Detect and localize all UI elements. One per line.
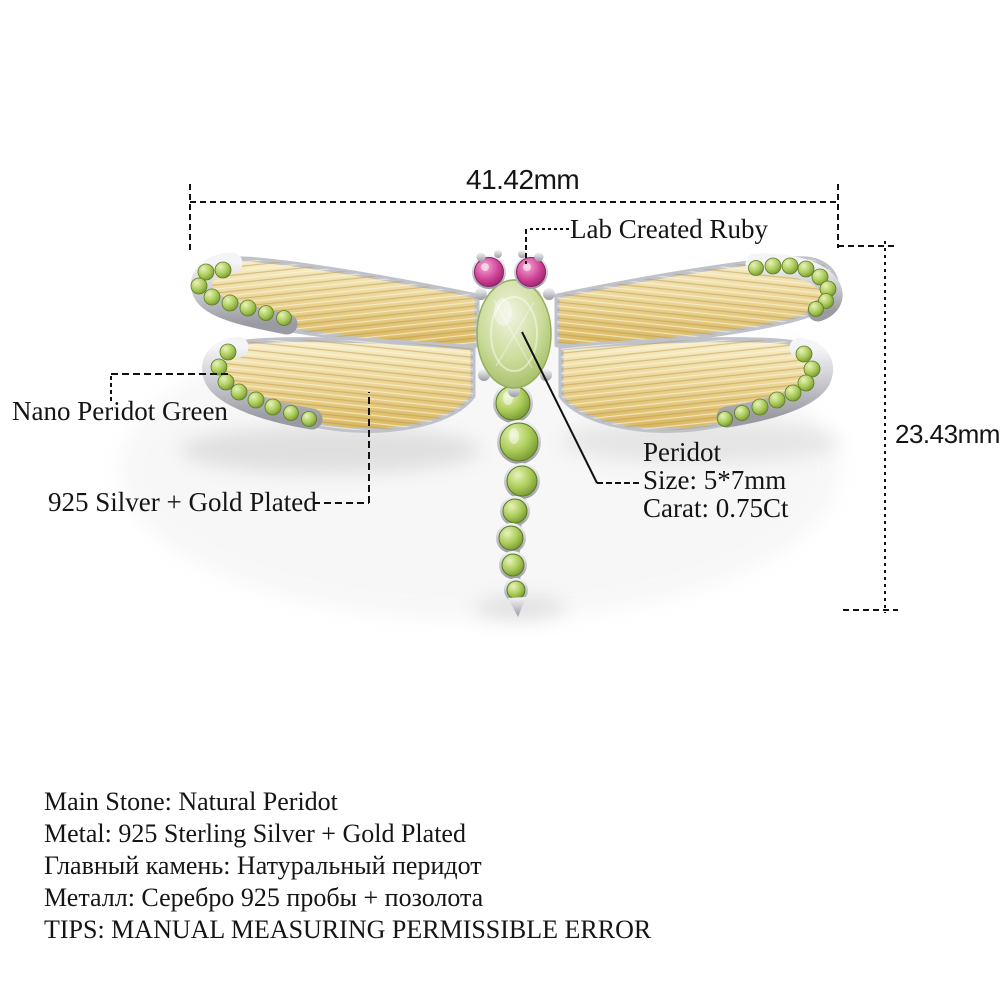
nano-peridot-leader-line	[110, 373, 228, 401]
spec-list: Main Stone: Natural Peridot Metal: 925 S…	[44, 786, 651, 946]
width-dimension-line	[189, 184, 839, 250]
height-dimension-label: 23.43mm	[895, 419, 1000, 449]
height-dimension-line	[838, 241, 898, 613]
silver-leader-line	[313, 392, 370, 504]
peridot-size: Size: 5*7mm	[643, 465, 787, 495]
tail-peridot-stones	[493, 380, 541, 617]
peridot-name: Peridot	[643, 437, 721, 467]
spec-main-stone-ru: Главный камень: Натуральный перидот	[44, 851, 482, 880]
peridot-spec-block: Peridot Size: 5*7mm Carat: 0.75Ct	[643, 438, 788, 522]
spec-metal-ru: Металл: Серебро 925 пробы + позолота	[44, 883, 484, 912]
dragonfly-brooch	[190, 250, 843, 617]
spec-metal: Metal: 925 Sterling Silver + Gold Plated	[44, 819, 466, 848]
peridot-carat: Carat: 0.75Ct	[643, 493, 789, 523]
nano-peridot-label: Nano Peridot Green	[12, 396, 228, 426]
main-peridot-stone	[476, 279, 552, 389]
width-dimension-label: 41.42mm	[466, 164, 580, 195]
silver-gold-label: 925 Silver + Gold Plated	[48, 487, 317, 517]
peridot-leader-line	[521, 331, 641, 484]
ruby-label: Lab Created Ruby	[570, 214, 768, 244]
ruby-leader-line	[525, 228, 569, 264]
spec-tips: TIPS: MANUAL MEASURING PERMISSIBLE ERROR	[44, 915, 652, 944]
ruby-eyes	[472, 250, 548, 289]
wing-peridot-stones	[190, 257, 837, 427]
spec-main-stone: Main Stone: Natural Peridot	[44, 787, 338, 816]
